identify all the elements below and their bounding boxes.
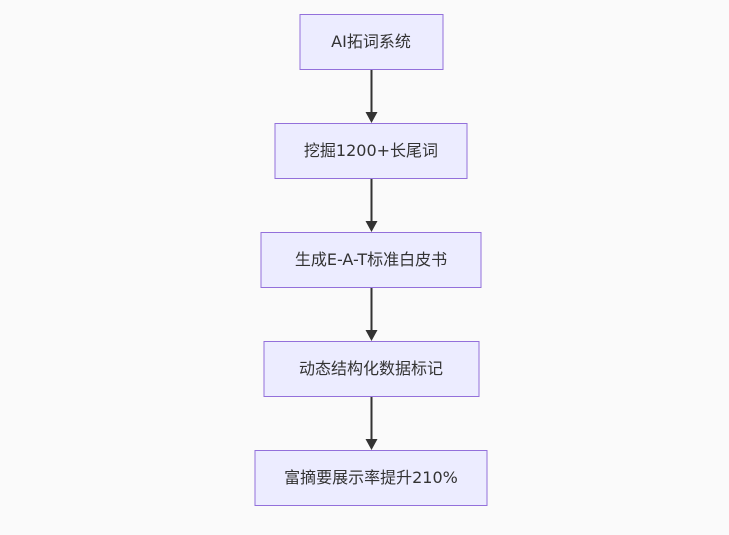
flow-arrow — [364, 288, 378, 341]
arrow-line — [370, 179, 372, 223]
flow-node-step-4: 动态结构化数据标记 — [263, 341, 479, 397]
flow-node-label: 动态结构化数据标记 — [298, 359, 443, 379]
flow-arrow — [364, 179, 378, 232]
flow-node-step-5: 富摘要展示率提升210% — [254, 450, 488, 506]
flow-node-label: 挖掘1200+长尾词 — [303, 141, 439, 161]
flowchart: AI拓词系统挖掘1200+长尾词生成E-A-T标准白皮书动态结构化数据标记富摘要… — [254, 14, 488, 506]
arrowhead-icon — [365, 221, 377, 232]
arrowhead-icon — [365, 330, 377, 341]
flow-node-step-2: 挖掘1200+长尾词 — [274, 123, 468, 179]
arrow-line — [370, 70, 372, 114]
flow-node-step-3: 生成E-A-T标准白皮书 — [260, 232, 482, 288]
arrow-line — [370, 288, 372, 332]
arrowhead-icon — [365, 112, 377, 123]
flow-node-label: 生成E-A-T标准白皮书 — [294, 250, 448, 270]
flow-node-step-1: AI拓词系统 — [299, 14, 443, 70]
flow-node-label: AI拓词系统 — [331, 32, 411, 52]
flow-node-label: 富摘要展示率提升210% — [284, 468, 458, 488]
arrowhead-icon — [365, 439, 377, 450]
arrow-line — [370, 397, 372, 441]
flow-arrow — [364, 70, 378, 123]
flow-arrow — [364, 397, 378, 450]
